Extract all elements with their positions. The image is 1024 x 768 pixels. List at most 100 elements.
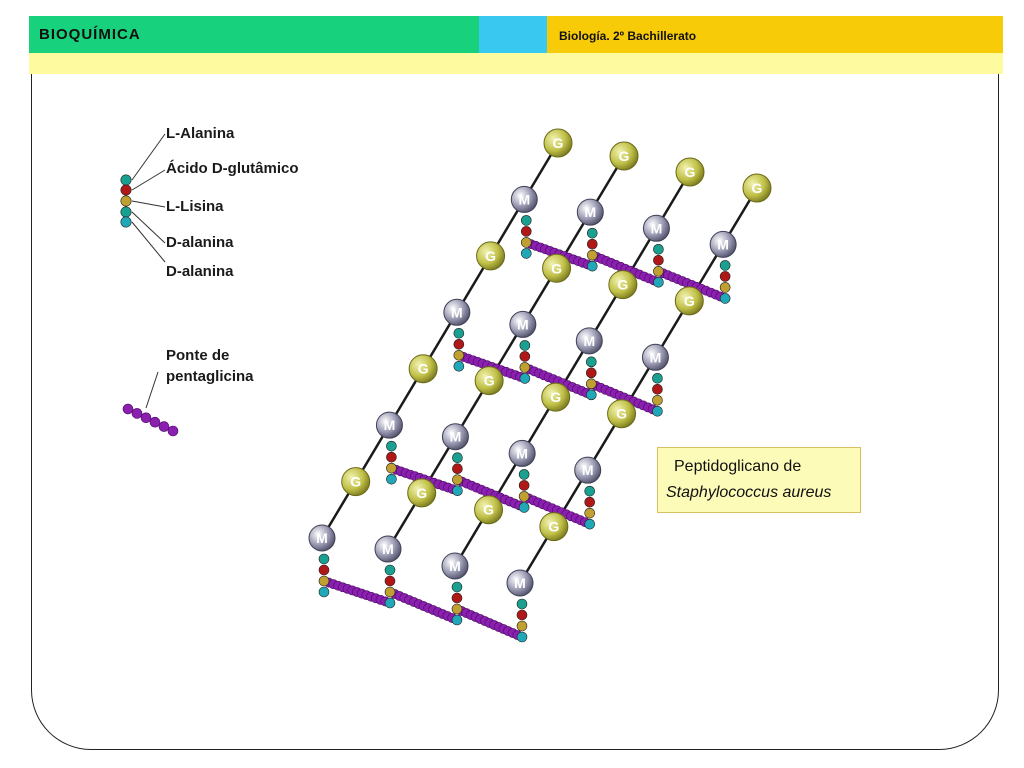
m-node-circle <box>375 411 403 439</box>
g-node: G <box>742 173 772 203</box>
callout-title: Peptidoglicano de <box>674 458 802 475</box>
legend-leader-line <box>131 200 166 208</box>
g-node-label: G <box>684 293 695 309</box>
peptide-bead <box>653 254 664 266</box>
peptide-bead <box>653 265 664 277</box>
m-node-circle <box>308 524 336 552</box>
peptide-bead <box>516 620 528 632</box>
peptide-bead <box>719 260 731 271</box>
g-node-label: G <box>484 373 495 389</box>
slide-frame <box>31 74 999 750</box>
m-node: M <box>509 310 537 338</box>
m-node-circle <box>574 456 602 484</box>
m-node: M <box>576 198 604 226</box>
peptide-bead <box>519 351 531 362</box>
peptide-bead <box>519 340 531 351</box>
g-node-label: G <box>752 180 763 196</box>
g-node-circle <box>407 478 437 508</box>
g-node: G <box>609 141 639 171</box>
peptide-bead <box>719 271 731 282</box>
g-node-circle <box>674 286 704 316</box>
m-node-label: M <box>384 417 396 433</box>
m-node: M <box>574 456 602 484</box>
m-node: M <box>375 411 403 439</box>
glycan-strands <box>320 142 759 584</box>
m-node-label: M <box>650 349 662 365</box>
legend-bridge-leader <box>145 371 159 409</box>
peptide-bead <box>652 372 663 384</box>
g-node-circle <box>608 270 638 300</box>
g-node: G <box>607 399 637 429</box>
peptide-bead <box>719 293 731 304</box>
legend-label-l-alanina: L-Alanina <box>166 125 235 142</box>
g-node-circle <box>341 467 371 497</box>
legend-bead <box>120 195 132 207</box>
legend-glycine-bead <box>167 425 179 437</box>
peptide-bead <box>518 469 530 480</box>
m-node-circle <box>509 310 537 338</box>
m-node-label: M <box>382 541 394 557</box>
peptide-bead <box>520 226 532 237</box>
peptide-bead <box>386 473 397 485</box>
peptide-bead <box>584 496 596 508</box>
g-node: G <box>542 253 572 283</box>
peptide-bead <box>318 586 330 598</box>
m-node: M <box>506 569 534 597</box>
m-node-circle <box>709 230 737 258</box>
m-node-label: M <box>451 304 463 320</box>
peptide-bead <box>384 575 396 587</box>
peptide-bead <box>318 575 330 587</box>
peptide-bead <box>516 631 528 643</box>
peptide-bead <box>452 452 463 464</box>
peptide-bead <box>451 592 463 604</box>
g-node: G <box>541 382 571 412</box>
peptide-bead <box>584 485 596 497</box>
g-node: G <box>608 270 638 300</box>
peptide-bead <box>653 276 664 288</box>
g-node: G <box>474 495 504 525</box>
legend-label-pentaglicina: pentaglicina <box>166 368 254 385</box>
g-node-circle <box>542 253 572 283</box>
peptide-bead <box>585 378 597 390</box>
peptide-bead <box>384 597 396 609</box>
callout-box: Peptidoglicano de Staphylococcus aureus <box>657 447 861 513</box>
g-node: G <box>474 366 504 396</box>
m-node-label: M <box>518 191 530 207</box>
m-node-circle <box>508 439 536 467</box>
m-node-circle <box>510 185 538 213</box>
header-bar: BIOQUÍMICA Biología. 2º Bachillerato <box>29 16 1003 53</box>
g-node-label: G <box>350 474 361 490</box>
g-node-circle <box>541 382 571 412</box>
peptide-bead <box>451 603 463 615</box>
m-node: M <box>441 423 469 451</box>
legend-label-ponte-de: Ponte de <box>166 347 230 364</box>
peptide-stems <box>318 215 731 643</box>
m-node: M <box>575 327 603 355</box>
g-node: G <box>675 157 705 187</box>
peptide-bead <box>520 237 532 248</box>
peptide-bead <box>652 394 663 406</box>
peptide-bead <box>520 248 532 259</box>
header-title: BIOQUÍMICA <box>39 26 141 43</box>
m-node: M <box>441 552 469 580</box>
legend-leader-line <box>131 211 166 244</box>
m-node: M <box>308 524 336 552</box>
g-node-label: G <box>685 164 696 180</box>
g-node-circle <box>474 366 504 396</box>
legend-leader-line <box>131 169 166 191</box>
peptide-bead <box>652 405 663 417</box>
m-node-circle <box>443 298 471 326</box>
m-node-label: M <box>584 204 596 220</box>
peptide-bead <box>520 215 532 226</box>
m-node-circle <box>576 198 604 226</box>
header-subtitle: Biología. 2º Bachillerato <box>559 29 697 43</box>
g-node-label: G <box>551 260 562 276</box>
m-node: M <box>642 214 670 242</box>
g-node-label: G <box>619 148 630 164</box>
peptide-bead <box>516 598 528 610</box>
peptide-bead <box>384 564 396 576</box>
g-node: G <box>543 128 573 158</box>
g-node-circle <box>474 495 504 525</box>
